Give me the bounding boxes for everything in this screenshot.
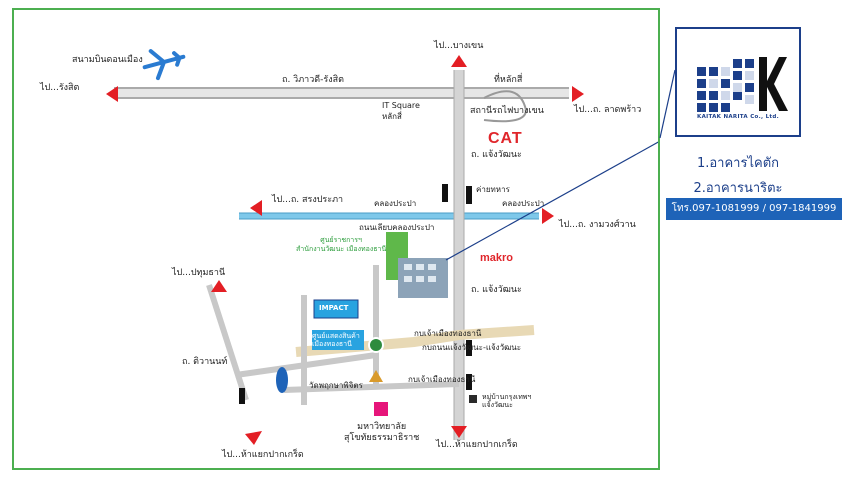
- government-center-label: ศูนย์ราชการฯ สำนักงานวัฒนะ เมืองทองธานี: [296, 236, 387, 253]
- phone-box[interactable]: โทร.097-1081999 / 097-1841999: [666, 198, 842, 220]
- university-label: มหาวิทยาลัย สุโขทัยธรรมาธิราช: [344, 422, 420, 443]
- arrow-pakkret-left: [245, 431, 262, 445]
- to-ngamwongwan-label: ไป...ถ. งามวงศ์วาน: [559, 220, 636, 230]
- airplane-icon: [142, 49, 186, 81]
- village-marker: [469, 395, 477, 403]
- arrow-pathumthani: [211, 280, 227, 292]
- laksi-label: ที่หลักสี่: [494, 75, 523, 85]
- arrow-bangkhen: [451, 55, 467, 67]
- company-logo: [675, 27, 801, 137]
- airport-label: สนามบินดอนเมือง: [72, 55, 143, 65]
- cat-logo: CAT: [488, 130, 523, 147]
- arrow-rangsit: [106, 86, 118, 102]
- canal-road-label: ถนนเลียบคลองประปา: [359, 223, 435, 232]
- village-label: หมู่บ้านกรุงเทพฯ แจ้งวัฒนะ: [482, 393, 532, 409]
- makro-logo: makro: [480, 252, 514, 264]
- leader-line: [445, 141, 658, 261]
- chaengwattana-road-label-2: ถ. แจ้งวัฒนะ: [471, 285, 522, 295]
- arrows: [106, 55, 584, 445]
- arrow-pakkret-right: [451, 426, 467, 438]
- map-frame: สนามบินดอนเมือง ไป...รังสิต ไป...บางเขน …: [12, 8, 660, 470]
- university-marker: [374, 402, 388, 416]
- impact-center-box: [312, 330, 364, 350]
- kanlapaphruek-label-1: กบเจ้าเมืองทองธานี: [414, 329, 482, 338]
- laksi-ramp: [483, 90, 528, 123]
- road-map: [106, 49, 658, 445]
- vibhavadi-road: [114, 87, 569, 99]
- khlong-prapa-label-2: คลองประปา: [502, 199, 545, 208]
- kaitak-logo-icon: [697, 57, 788, 112]
- roundabout: [368, 337, 384, 353]
- it-square-label: IT Square หลักสี่: [382, 101, 420, 121]
- khlong-prapa-label-1: คลองประปา: [374, 199, 417, 208]
- traffic-light-icon: [239, 184, 472, 404]
- to-pathumthani-label: ไป...ปทุมธานี: [172, 268, 226, 278]
- impact-label: IMPACT: [319, 304, 349, 312]
- tiwanon-road-label: ถ. ติวานนท์: [182, 357, 228, 367]
- arrow-songprapa: [250, 200, 262, 216]
- arrow-latphrao: [572, 86, 584, 102]
- building-2-label: 2.อาคารนาริตะ: [693, 181, 783, 196]
- temple-icon: [369, 370, 383, 382]
- building-1-label: 1.อาคารไคตัก: [696, 156, 780, 171]
- chaengwattana-road-label-1: ถ. แจ้งวัฒนะ: [471, 150, 522, 160]
- vibhavadi-road-label: ถ. วิภาวดี-รังสิต: [282, 75, 344, 85]
- company-name: KAITAK NARITA Co., Ltd.: [697, 114, 779, 120]
- to-rangsit-label: ไป...รังสิต: [40, 83, 80, 93]
- impact-box: [313, 299, 359, 319]
- kanlapaphruek-label-2: กบถนนแจ้งวัฒนะ-แจ้งวัฒนะ: [422, 343, 522, 352]
- to-pakkret-left-label: ไป...ห้าแยกปากเกร็ด: [222, 450, 304, 460]
- to-latphrao-label: ไป...ถ. ลาดพร้าว: [574, 105, 642, 115]
- canal: [239, 212, 539, 220]
- to-bangkhen-label: ไป...บางเขน: [434, 41, 484, 51]
- impact-center-label: ศูนย์แสดงสินค้า เมืองทองธานี: [312, 332, 360, 348]
- wat-label: วัดพฤกษาพิจิตร: [309, 381, 363, 390]
- intersection-label: ค่ายทหาร: [476, 185, 510, 194]
- kanlapaphruek-label-3: กบเจ้าเมืองทองธานี: [408, 375, 476, 384]
- to-songprapa-label: ไป...ถ. สรงประภา: [272, 195, 344, 205]
- bangkhen-exit-label: สถานีรถไฟบางเขน: [470, 106, 544, 116]
- building-icon: [386, 232, 448, 298]
- lake-icon: [276, 367, 288, 393]
- arrow-ngamwongwan: [542, 208, 554, 224]
- to-pakkret-right-label: ไป...ห้าแยกปากเกร็ด: [436, 440, 518, 450]
